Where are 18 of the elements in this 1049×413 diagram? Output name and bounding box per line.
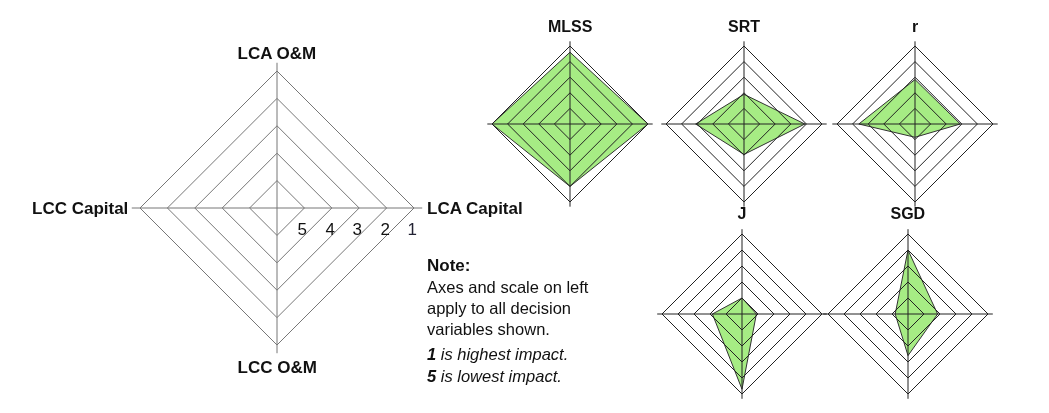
chart-title: SRT <box>728 18 760 36</box>
chart-title: J <box>737 205 747 223</box>
note-heading: Note: <box>427 256 471 276</box>
note-text: Axes and scale on left apply to all decision variables shown. <box>427 277 590 340</box>
axis-label: LCC O&M <box>237 358 317 378</box>
note-text: 1 is highest impact. <box>427 345 569 364</box>
axis-label: LCA O&M <box>237 44 317 64</box>
axis-label: LCC Capital <box>32 199 129 219</box>
chart-title: SGD <box>890 205 926 223</box>
scale-number: 2 <box>380 220 390 240</box>
chart-title: MLSS <box>548 18 593 36</box>
note-text: 5 is lowest impact. <box>427 367 562 386</box>
axis-label: LCA Capital <box>427 199 523 219</box>
scale-number: 1 <box>407 220 417 240</box>
scale-number: 4 <box>325 220 335 240</box>
scale-number: 5 <box>297 220 307 240</box>
scale-number: 3 <box>352 220 362 240</box>
chart-title: r <box>912 18 919 36</box>
